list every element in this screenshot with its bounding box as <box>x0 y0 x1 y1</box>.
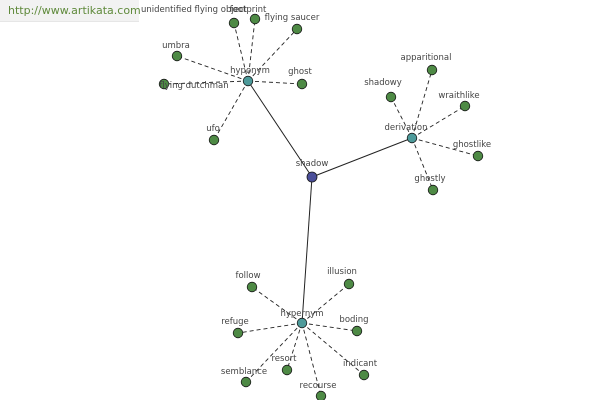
edge-hypernym-follow <box>251 286 303 324</box>
label-umbra[interactable]: umbra <box>162 41 190 51</box>
node-ufo[interactable] <box>208 134 220 146</box>
edge-derivation-ghostlike <box>411 137 479 157</box>
label-illusion[interactable]: illusion <box>327 267 357 277</box>
graph-nodes <box>158 13 484 400</box>
label-shadow[interactable]: shadow <box>296 159 329 169</box>
edge-hypernym-illusion <box>301 283 350 324</box>
edge-hyponym-footprint <box>247 18 256 82</box>
label-refuge[interactable]: refuge <box>221 317 249 327</box>
edge-shadow-hypernym <box>301 176 313 324</box>
node-semblance[interactable] <box>240 376 252 388</box>
label-shadowy[interactable]: shadowy <box>364 78 402 88</box>
label-indicant[interactable]: indicant <box>343 359 378 369</box>
label-recourse[interactable]: recourse <box>300 381 337 391</box>
edge-hyponym-umbra <box>176 55 249 82</box>
label-flying-saucer[interactable]: flying saucer <box>265 13 320 23</box>
graph-labels: unidentified flying objectfootprintflyin… <box>141 5 491 391</box>
label-apparitional[interactable]: apparitional <box>401 53 452 63</box>
edge-hypernym-resort <box>286 322 303 371</box>
edge-derivation-shadowy <box>390 96 413 139</box>
node-flying-saucer[interactable] <box>291 23 303 35</box>
node-follow[interactable] <box>246 281 258 293</box>
label-resort[interactable]: resort <box>272 354 298 364</box>
label-unidentified-flying-object[interactable]: unidentified flying object <box>141 5 248 15</box>
node-shadow[interactable] <box>306 171 318 183</box>
edge-derivation-ghostly <box>411 137 434 191</box>
node-shadowy[interactable] <box>385 91 397 103</box>
label-ghostly[interactable]: ghostly <box>414 174 445 184</box>
node-apparitional[interactable] <box>426 64 438 76</box>
edge-hypernym-boding <box>301 322 358 332</box>
node-boding[interactable] <box>351 325 363 337</box>
node-hypernym[interactable] <box>296 317 308 329</box>
node-recourse[interactable] <box>315 390 327 400</box>
label-wraithlike[interactable]: wraithlike <box>438 91 479 101</box>
label-ghostlike[interactable]: ghostlike <box>453 140 491 150</box>
label-semblance[interactable]: semblance <box>221 367 267 377</box>
edge-hyponym-unidentified-flying-object <box>233 22 249 82</box>
label-flying-dutchman[interactable]: flying dutchman <box>159 81 228 91</box>
edge-derivation-wraithlike <box>411 105 466 139</box>
graph-edges <box>163 18 479 397</box>
node-resort[interactable] <box>281 364 293 376</box>
label-ghost[interactable]: ghost <box>288 67 312 77</box>
url-banner[interactable]: http://www.artikata.com <box>0 0 141 22</box>
label-boding[interactable]: boding <box>339 315 368 325</box>
edge-hypernym-refuge <box>237 322 303 334</box>
node-footprint[interactable] <box>249 13 261 25</box>
node-hyponym[interactable] <box>242 75 254 87</box>
edge-shadow-derivation <box>311 137 413 178</box>
edge-derivation-apparitional <box>411 69 433 139</box>
edge-hyponym-flying-dutchman <box>163 80 249 85</box>
node-derivation[interactable] <box>406 132 418 144</box>
edge-hyponym-ghost <box>247 80 303 85</box>
edge-hyponym-flying-saucer <box>247 28 298 82</box>
label-hypernym[interactable]: hypernym <box>280 309 323 319</box>
node-flying-dutchman[interactable] <box>158 78 170 90</box>
node-ghost[interactable] <box>296 78 308 90</box>
edge-hypernym-recourse <box>301 322 322 397</box>
site-url[interactable]: http://www.artikata.com <box>8 4 141 17</box>
node-indicant[interactable] <box>358 369 370 381</box>
edge-hyponym-ufo <box>213 80 249 141</box>
node-illusion[interactable] <box>343 278 355 290</box>
node-ghostly[interactable] <box>427 184 439 196</box>
label-ufo[interactable]: ufo <box>206 124 220 134</box>
label-derivation[interactable]: derivation <box>384 123 427 133</box>
node-ghostlike[interactable] <box>472 150 484 162</box>
node-wraithlike[interactable] <box>459 100 471 112</box>
label-hyponym[interactable]: hyponym <box>230 66 270 76</box>
edge-shadow-hyponym <box>247 80 313 178</box>
label-footprint[interactable]: footprint <box>230 5 267 15</box>
label-follow[interactable]: follow <box>235 271 260 281</box>
node-umbra[interactable] <box>171 50 183 62</box>
node-refuge[interactable] <box>232 327 244 339</box>
node-unidentified-flying-object[interactable] <box>228 17 240 29</box>
